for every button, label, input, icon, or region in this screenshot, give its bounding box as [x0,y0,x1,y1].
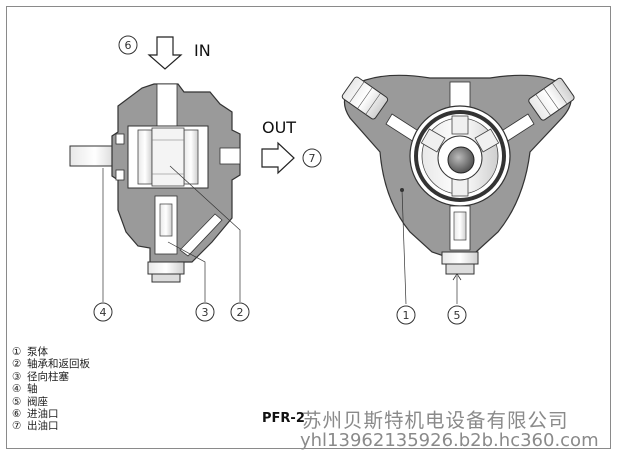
callout-4-circle [93,302,113,322]
leader-lines-right [401,189,458,305]
valve-seat-fitting-front [441,251,479,265]
radial-piston-top [451,115,469,135]
callout-4: 4 [100,306,107,319]
radial-piston-side [151,127,185,187]
callout-7: 7 [309,152,316,165]
callout-2: 2 [237,306,244,319]
side-section-view [69,83,241,283]
valve-seat-fitting-side [147,261,185,275]
callout-6-circle [118,35,138,55]
watermark-company: 苏州贝斯特机电设备有限公司 [302,409,569,432]
callout-5: 5 [454,309,461,322]
callout-5-circle [447,305,467,325]
model-label: PFR-2 [262,411,305,426]
inlet-label: IN [194,41,211,60]
callout-6: 6 [125,39,132,52]
outlet-port [219,147,241,165]
leader-lines-left [102,165,241,302]
front-section-view [341,74,575,275]
return-channel [179,213,223,257]
outlet-arrow [261,141,295,175]
diagram-frame [6,6,611,449]
callout-3: 3 [202,306,209,319]
radial-piston-bottom [451,177,469,197]
outlet-label: OUT [262,118,296,137]
shaft-end [447,146,475,174]
callout-1-circle [396,305,416,325]
left-port-fitting [341,76,389,120]
right-port-fitting [528,77,575,121]
inlet-channel [156,83,178,129]
callout-3-circle [195,302,215,322]
callout-2-circle [230,302,250,322]
callout-7-circle [302,148,322,168]
inlet-arrow [147,36,183,70]
callout-1: 1 [403,309,410,322]
watermark-url: yhl13962135926.b2b.hc360.com [300,430,599,451]
